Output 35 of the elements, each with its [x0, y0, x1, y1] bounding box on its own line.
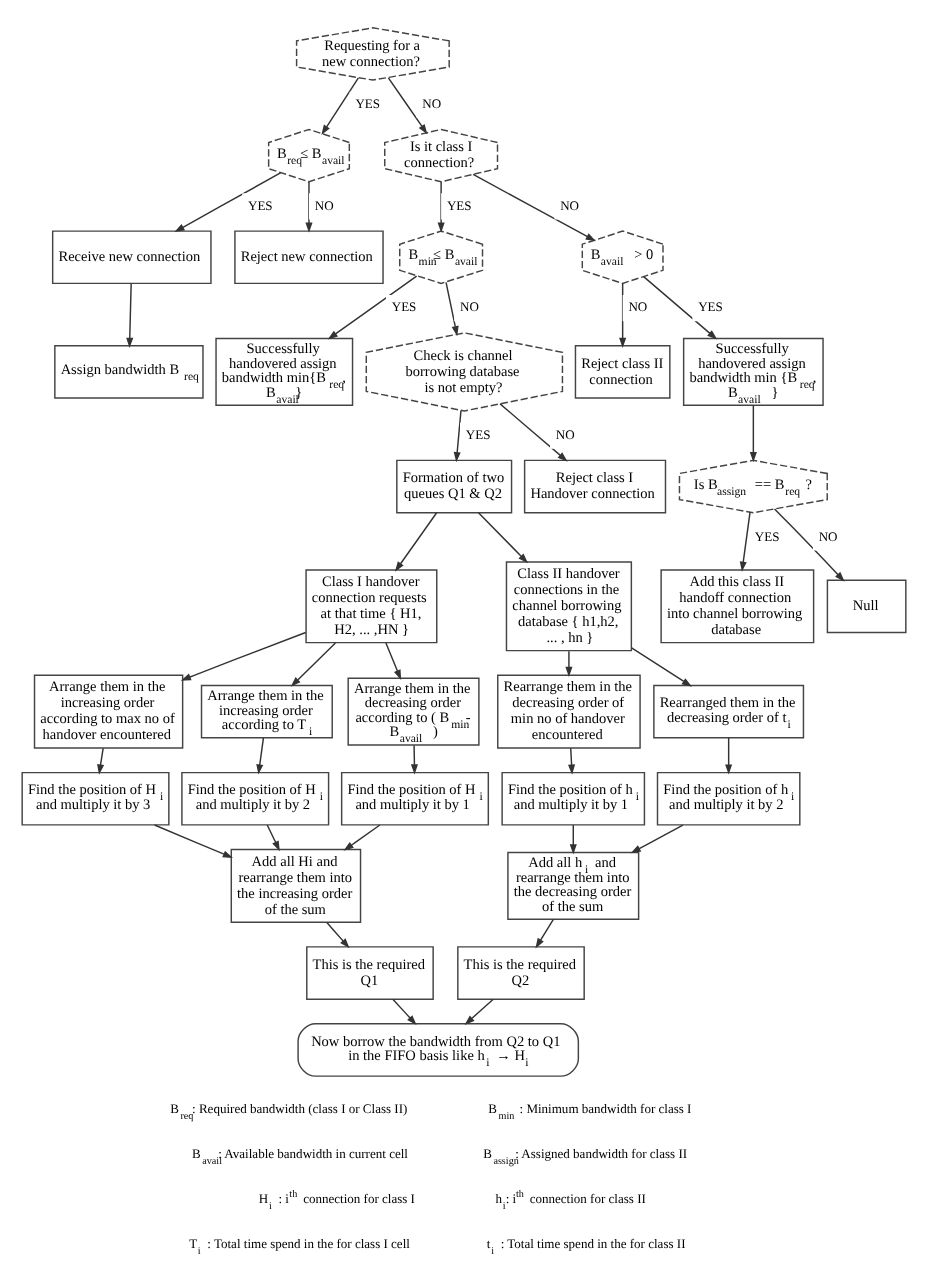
arrow — [725, 736, 733, 774]
arrow — [472, 172, 596, 241]
arrow — [97, 746, 105, 774]
arrow — [749, 403, 757, 462]
arrow — [256, 736, 265, 774]
arrow — [385, 641, 402, 679]
arrow — [569, 823, 577, 854]
arrow — [630, 823, 684, 853]
arrow — [565, 649, 573, 676]
arrow — [464, 997, 494, 1024]
arrow — [630, 646, 692, 686]
arrow — [477, 511, 529, 563]
arrow — [499, 402, 568, 461]
arrow — [343, 823, 381, 850]
arrow — [619, 281, 627, 347]
arrow — [568, 746, 576, 774]
arrow — [321, 76, 360, 135]
arrow — [180, 630, 307, 680]
arrow — [445, 280, 459, 336]
arrow — [394, 511, 438, 571]
arrow — [739, 510, 751, 571]
arrow — [387, 76, 428, 134]
arrow — [535, 917, 554, 948]
arrow — [642, 274, 718, 339]
arrow — [266, 823, 280, 851]
arrow — [153, 823, 233, 857]
arrow — [290, 641, 337, 686]
arrow — [437, 180, 445, 232]
arrow — [410, 743, 418, 774]
arrow — [305, 180, 313, 232]
arrow — [126, 281, 134, 347]
arrow — [327, 274, 418, 339]
arrow — [392, 997, 417, 1025]
arrow — [326, 920, 350, 948]
arrow — [453, 408, 462, 462]
